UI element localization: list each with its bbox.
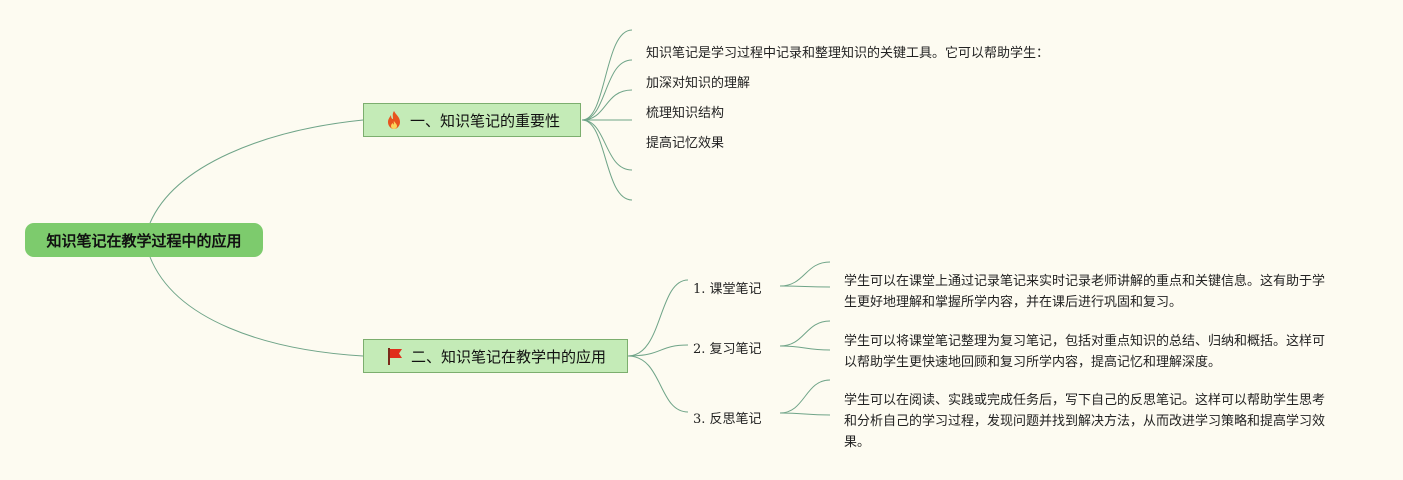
sub-review-notes[interactable]: 2. 复习笔记 [693,342,762,357]
connector-line [779,285,831,288]
connector-line [779,379,831,414]
sub-classroom-notes[interactable]: 1. 课堂笔记 [693,282,762,297]
connector-line [581,89,633,121]
connector-line [627,279,689,357]
connector-line [581,119,633,171]
connector-line [779,345,831,351]
connector-line [581,29,633,121]
importance-item-structure[interactable]: 梳理知识结构 [646,106,725,121]
reflection-notes-desc[interactable]: 学生可以在阅读、实践或完成任务后，写下自己的反思笔记。这样可以帮助学生思考和分析… [844,393,1326,450]
branch-application-title: 二、知识笔记在教学中的应用 [410,347,606,366]
root-title: 知识笔记在教学过程中的应用 [46,231,242,250]
connector-line [627,344,689,357]
connector-line [581,59,633,121]
connector-line [779,261,831,287]
connector-line [627,355,689,413]
connector-line [779,320,831,347]
classroom-notes-desc[interactable]: 学生可以在课堂上通过记录笔记来实时记录老师讲解的重点和关键信息。这有助于学生更好… [844,274,1326,310]
review-notes-desc[interactable]: 学生可以将课堂笔记整理为复习笔记，包括对重点知识的总结、归纳和概括。这样可以帮助… [844,334,1326,370]
connector-line [149,119,364,224]
connector-line [779,412,831,416]
red-flag-icon [387,348,402,365]
branch-importance-title: 一、知识笔记的重要性 [409,111,560,130]
importance-item-understanding[interactable]: 加深对知识的理解 [646,76,751,91]
root-node[interactable]: 知识笔记在教学过程中的应用 [25,223,263,257]
sub-reflection-notes[interactable]: 3. 反思笔记 [693,412,762,427]
fire-icon [387,111,400,129]
connector-line [149,256,364,357]
importance-item-memory[interactable]: 提高记忆效果 [646,136,725,151]
connector-line [581,119,633,201]
branch-importance[interactable]: 一、知识笔记的重要性 [363,103,581,137]
branch-application[interactable]: 二、知识笔记在教学中的应用 [363,339,628,373]
importance-intro[interactable]: 知识笔记是学习过程中记录和整理知识的关键工具。它可以帮助学生： [646,46,1050,61]
